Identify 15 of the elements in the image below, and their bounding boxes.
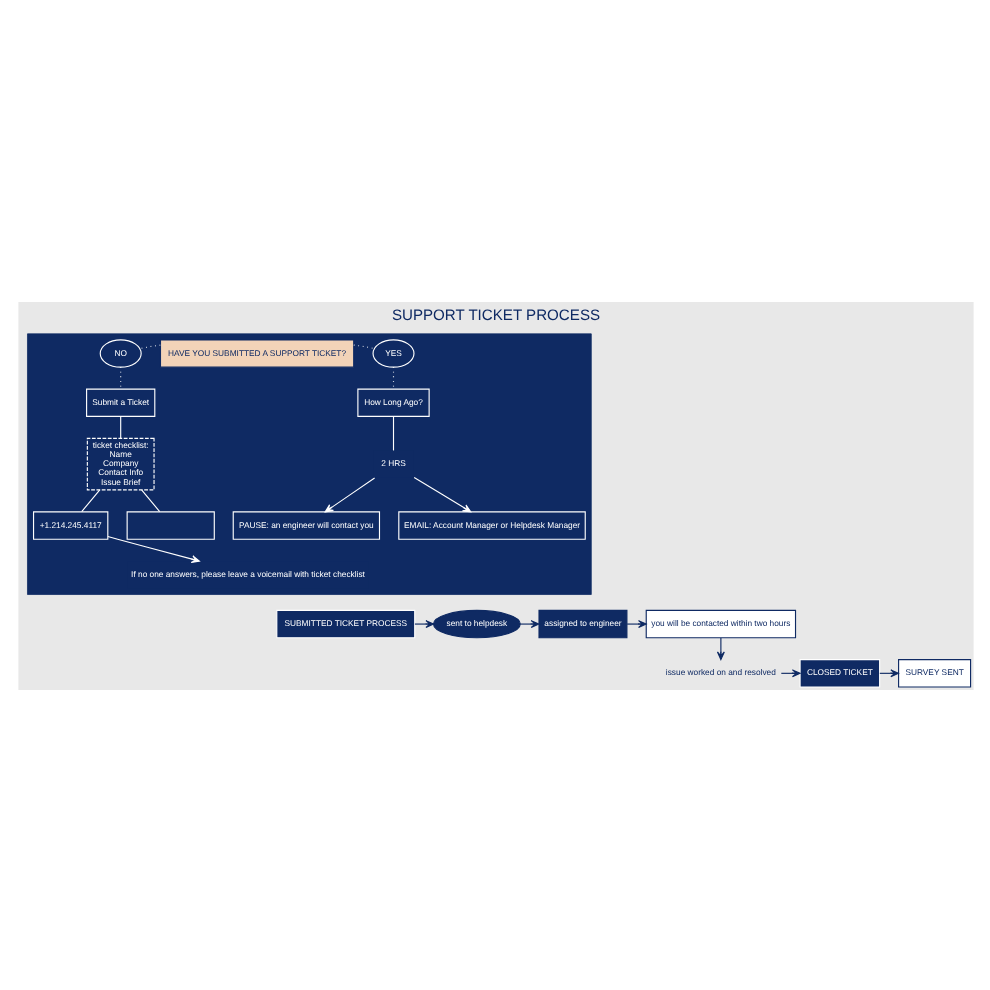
- arrow: [412, 475, 471, 512]
- arrow: [106, 534, 199, 563]
- arrow: [323, 476, 375, 512]
- cluster: [26, 332, 591, 594]
- connector: [140, 488, 160, 512]
- connector: [352, 343, 374, 349]
- arrow: [413, 619, 434, 628]
- arrow: [625, 619, 646, 628]
- connector: [80, 488, 100, 512]
- diagram-title: SUPPORT TICKET PROCESS: [390, 305, 600, 324]
- connector: [391, 414, 394, 450]
- node-box: [125, 510, 214, 539]
- arrow: [715, 636, 724, 660]
- connector: [119, 414, 121, 438]
- arrow: [518, 619, 539, 628]
